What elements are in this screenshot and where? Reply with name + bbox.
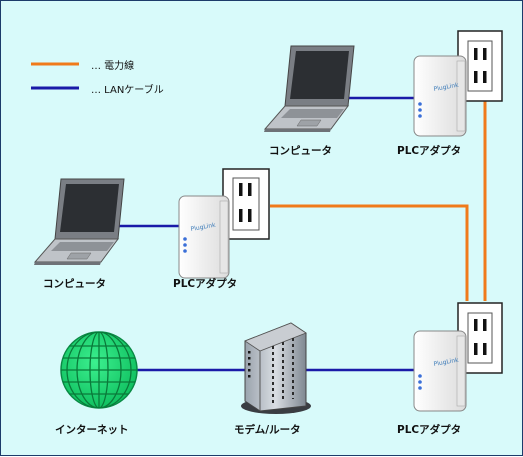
plc-adapter-top: PlugLink bbox=[413, 55, 467, 137]
plc-adapter-bottom: PlugLink bbox=[413, 330, 467, 412]
svg-text:PlugLink: PlugLink bbox=[190, 222, 217, 233]
label-router: モデム/ルータ bbox=[234, 424, 301, 436]
power-line-mid bbox=[270, 204, 469, 301]
label-internet: インターネット bbox=[55, 424, 129, 436]
laptop-top bbox=[263, 45, 355, 132]
label-plc-top: PLCアダプタ bbox=[397, 145, 462, 157]
router bbox=[241, 322, 311, 414]
label-computer-top: コンピュータ bbox=[269, 145, 332, 157]
label-plc-mid: PLCアダプタ bbox=[173, 278, 238, 290]
laptop-left bbox=[33, 178, 125, 265]
internet-globe bbox=[60, 331, 138, 409]
outlet-mid bbox=[222, 168, 270, 240]
plc-adapter-mid: PlugLink bbox=[178, 195, 230, 279]
label-computer-left: コンピュータ bbox=[43, 278, 106, 290]
svg-text:PlugLink: PlugLink bbox=[433, 357, 460, 368]
label-plc-bottom: PLCアダプタ bbox=[397, 424, 462, 436]
legend-power-label: … 電力線 bbox=[91, 61, 135, 72]
svg-text:PlugLink: PlugLink bbox=[433, 82, 460, 93]
legend-lan-label: … LANケーブル bbox=[91, 85, 164, 96]
